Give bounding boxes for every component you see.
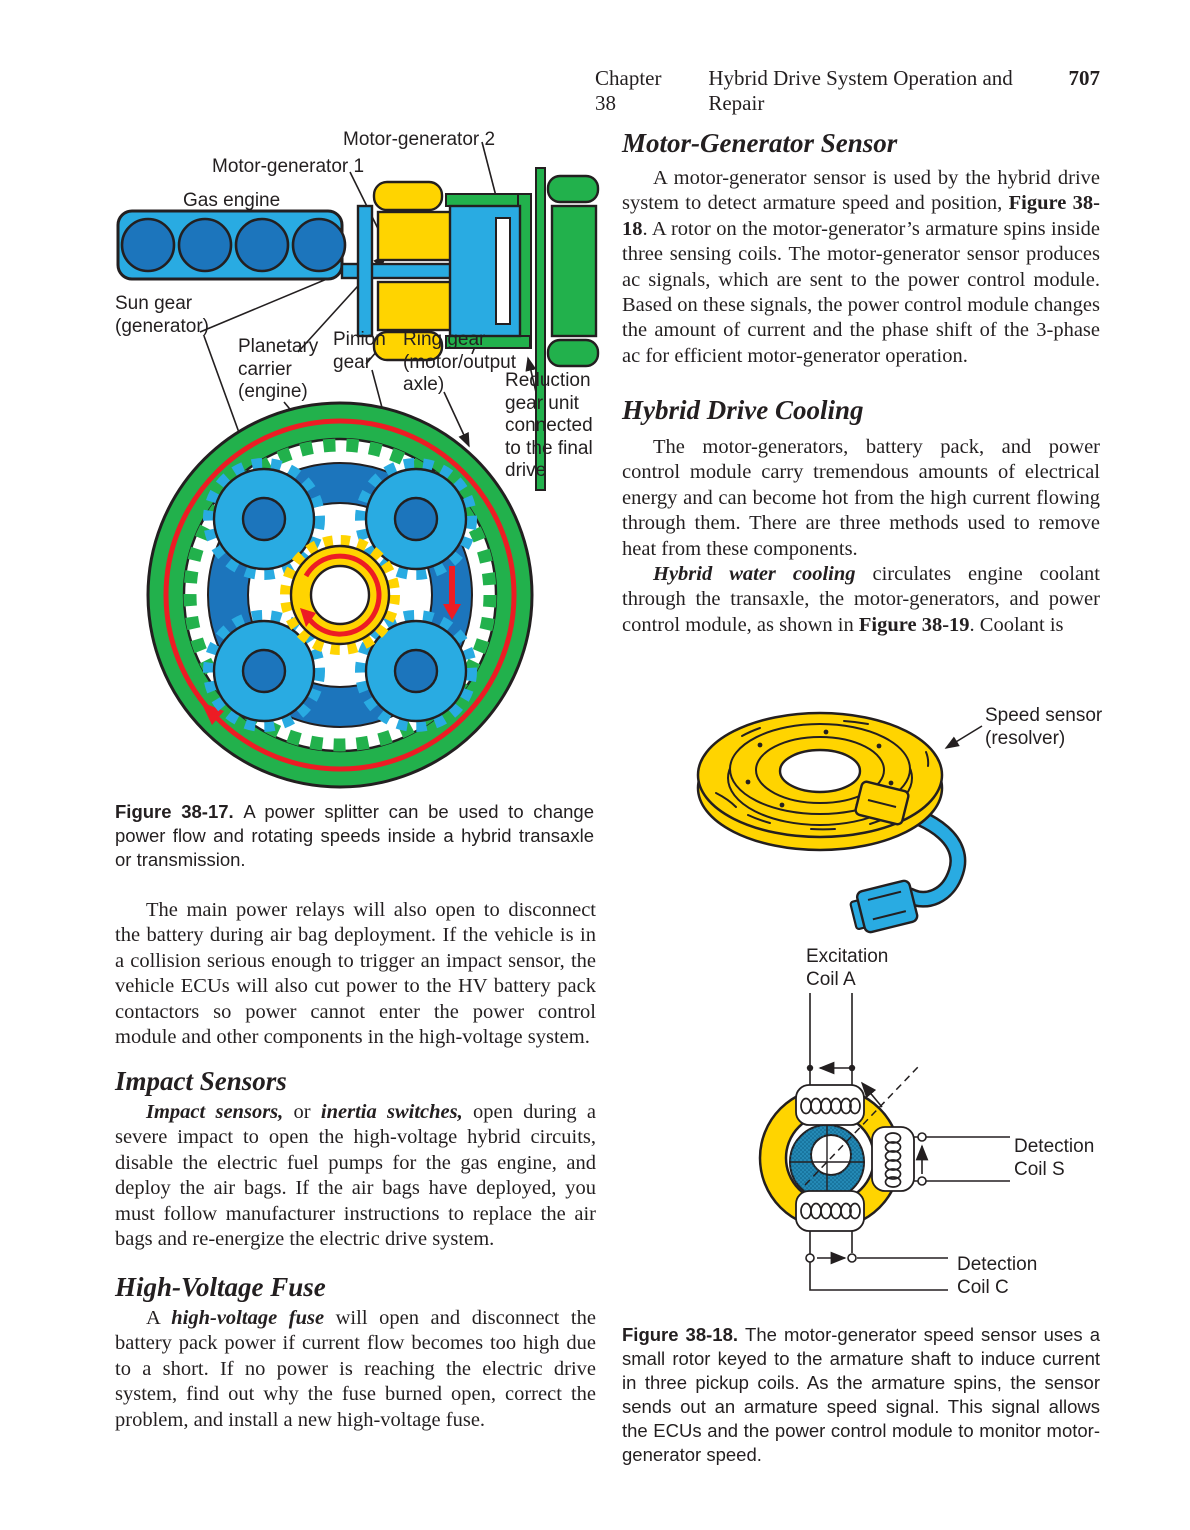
resolver-connector (849, 879, 919, 934)
page-number: 707 (1068, 66, 1101, 90)
engine-cylinder (291, 217, 347, 273)
paragraph-high-voltage-fuse: A high-voltage fuse will open and discon… (115, 1307, 596, 1431)
sun-gear (280, 535, 400, 655)
label-speed-sensor: Speed sensor (resolver) (985, 705, 1103, 749)
label-gas-engine: Gas engine (183, 190, 281, 211)
label-excitation-coil-a: Excitation Coil A (806, 946, 889, 990)
sun-rotation-arrow (303, 553, 382, 637)
speed-sensor-leader (944, 725, 983, 749)
paragraph-main-relays: The main power relays will also open to … (115, 899, 596, 1049)
detection-coil-s-wires (896, 1132, 1010, 1186)
paragraph-hybrid-cooling-2: Hybrid water cooling circulates engine c… (622, 563, 1100, 636)
sun-arrowhead (300, 608, 316, 627)
label-motor-generator-2: Motor-generator 2 (343, 129, 496, 150)
carrier-rotation-arrow (443, 566, 461, 620)
heading-hybrid-drive-cooling: Hybrid Drive Cooling (622, 395, 864, 425)
heading-impact-sensors: Impact Sensors (115, 1066, 287, 1096)
label-sun-gear: Sun gear (generator) (115, 293, 209, 337)
detection-coil-s (871, 1126, 915, 1192)
pinion-slot (495, 217, 511, 325)
rotor-axis (804, 1066, 919, 1186)
label-motor-generator-1: Motor-generator 1 (212, 156, 365, 177)
planet-gear (355, 458, 477, 580)
engine-cylinder (120, 217, 176, 273)
ring-gear-teeth (183, 438, 497, 752)
detection-coil-c (795, 1190, 865, 1232)
label-detection-coil-s: Detection Coil S (1014, 1136, 1095, 1180)
heading-high-voltage-fuse: High-Voltage Fuse (115, 1272, 326, 1302)
figure-38-18-caption: Figure 38-18. The motor-generator speed … (622, 1324, 1100, 1465)
paragraph-hybrid-cooling-1: The motor-generators, battery pack, and … (622, 436, 1100, 560)
excitation-coil (795, 1084, 865, 1126)
reduction-shaft (535, 167, 546, 491)
label-detection-coil-c: Detection Coil C (957, 1254, 1038, 1298)
heading-motor-generator-sensor: Motor-Generator Sensor (622, 128, 898, 158)
rim-slots (715, 720, 930, 831)
detection-coil-c-wires (805, 1217, 948, 1291)
rotor (789, 1124, 866, 1200)
carrier-plate (356, 204, 374, 338)
label-reduction-gear: Reduction gear unit connected to the fin… (505, 370, 593, 481)
resolver-disc (696, 711, 944, 852)
resolver-schematic (758, 993, 1010, 1291)
paragraph-motor-generator-sensor: A motor-generator sensor is used by the … (622, 167, 1100, 367)
chapter-number: Chapter 38 (595, 66, 662, 115)
planet-gear (355, 610, 477, 732)
planet-gear (203, 610, 325, 732)
ring-arrowhead (201, 702, 224, 725)
planetary-gear-set (146, 401, 534, 789)
motor-generator-2 (546, 174, 600, 368)
engine-cylinder (234, 217, 290, 273)
resolver-diagram (696, 711, 983, 934)
label-planetary-carrier: Planetary carrier (engine) (238, 336, 319, 402)
page-header: Chapter 38 Hybrid Drive System Operation… (595, 66, 1100, 116)
figure-38-17-diagram (116, 141, 600, 789)
gas-engine-block (116, 209, 347, 281)
ring-rotation-arrow (163, 418, 517, 772)
planet-gear (203, 458, 325, 580)
chapter-title: Hybrid Drive System Operation and Repair (708, 66, 1013, 115)
figure-38-17-caption: Figure 38-17. A power splitter can be us… (115, 801, 594, 870)
planetary-unit-housing (445, 193, 532, 349)
engine-cylinder (177, 217, 233, 273)
rivet-dots (745, 729, 894, 808)
paragraph-impact-sensors: Impact sensors, or inertia switches, ope… (115, 1101, 596, 1251)
label-pinion-gear: Pinion gear (333, 329, 386, 373)
label-ring-gear: Ring gear (motor/output axle) (403, 329, 516, 395)
